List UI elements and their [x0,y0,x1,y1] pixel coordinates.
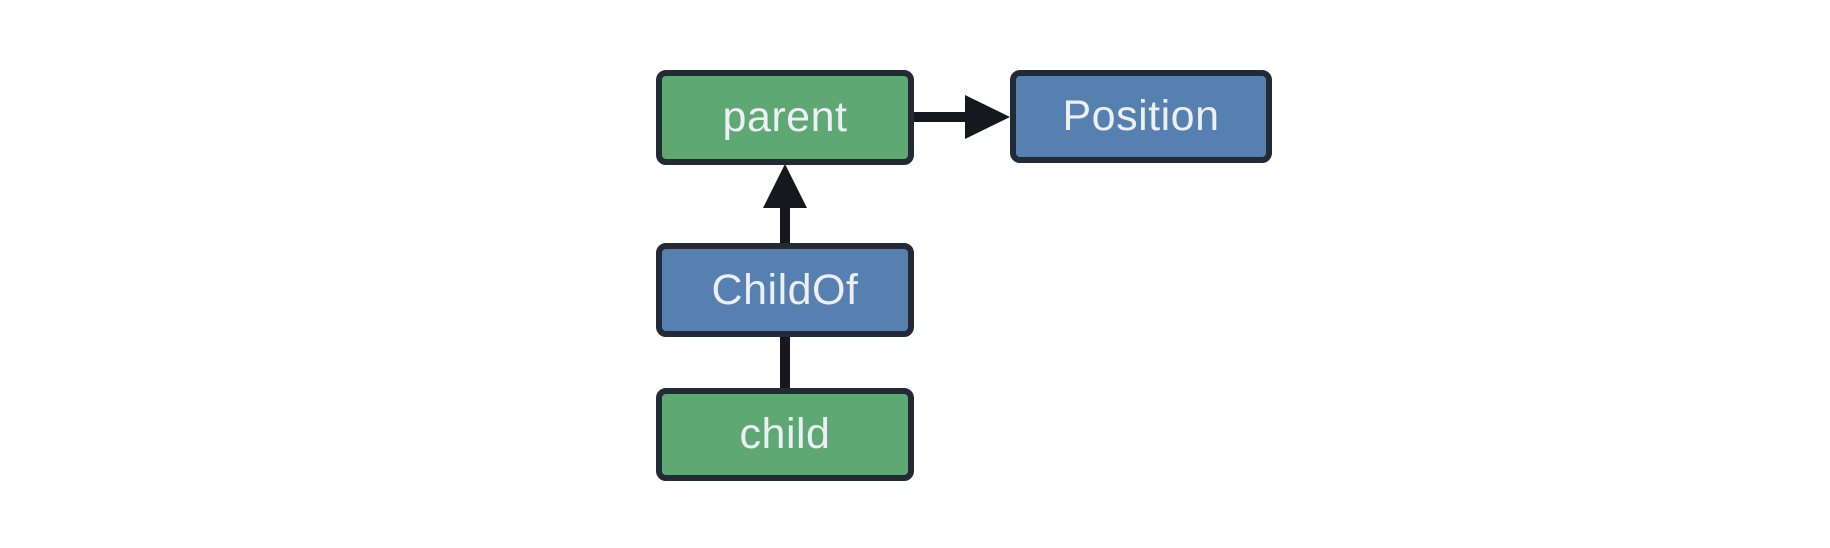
node-parent-label: parent [722,93,848,141]
node-childof-label: ChildOf [711,265,859,314]
arrow-up-icon [763,164,807,208]
node-position: Position [1010,70,1272,163]
arrow-right-icon [965,95,1010,139]
node-childof: ChildOf [656,243,914,337]
edge-parent-to-position [912,95,1010,139]
node-child: child [656,388,914,481]
node-position-label: Position [1062,92,1220,140]
node-parent: parent [656,70,914,165]
edge-childof-to-parent [763,164,807,245]
node-child-label: child [739,410,831,458]
